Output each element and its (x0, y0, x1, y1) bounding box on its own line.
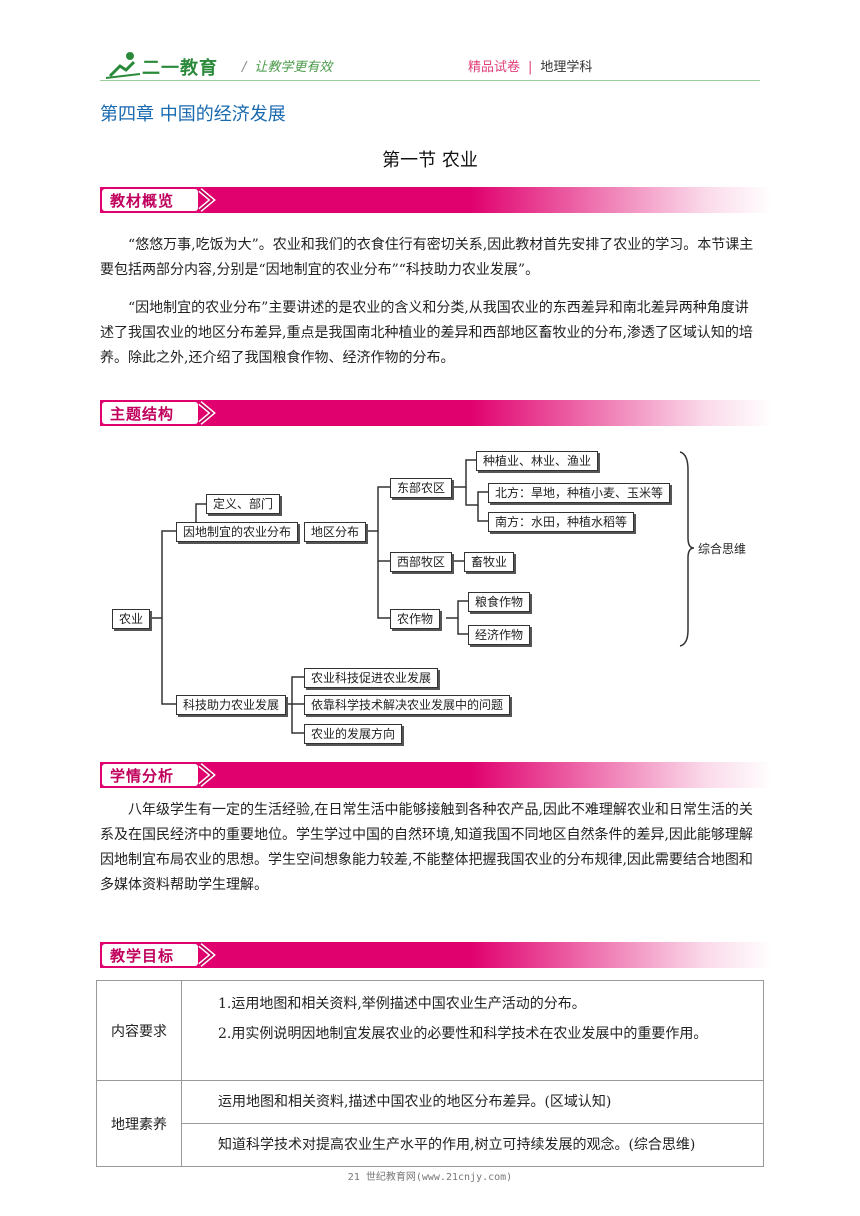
banner-goals: 教学目标 (100, 942, 772, 968)
chevron-right-icon (198, 763, 216, 787)
chevron-right-icon (198, 188, 216, 212)
header-badge: 精品试卷 (468, 60, 521, 75)
goals-literacy-item: 知道科学技术对提高农业生产水平的作用,树立可持续发展的观念。(综合思维) (181, 1123, 764, 1167)
mindmap-east: 东部农区 (390, 478, 453, 498)
banner-label: 主题结构 (110, 405, 175, 423)
mindmap-tech-item: 依靠科学技术解决农业发展中的问题 (304, 695, 511, 715)
logo-text: 二一教育 (142, 58, 218, 79)
logo-runner-icon (105, 52, 141, 79)
mindmap-east-item: 种植业、林业、渔业 (476, 451, 599, 471)
mindmap-definition: 定义、部门 (206, 494, 281, 514)
mindmap-crop-item: 粮食作物 (468, 592, 531, 612)
page-footer: 21 世纪教育网(www.21cnjy.com) (347, 1172, 513, 1183)
banner-label: 学情分析 (110, 767, 175, 785)
chevron-right-icon (198, 401, 216, 425)
mindmap-west: 西部牧区 (390, 552, 453, 572)
overview-paragraph: “悠悠万事,吃饭为大”。农业和我们的衣食住行有密切关系,因此教材首先安排了农业的… (100, 237, 754, 278)
chapter-title: 第四章 中国的经济发展 (100, 104, 286, 125)
banner-structure: 主题结构 (100, 400, 772, 426)
banner-analysis: 学情分析 (100, 762, 772, 788)
goals-content-item: 1.运用地图和相关资料,举例描述中国农业生产活动的分布。 (218, 996, 586, 1012)
mindmap-tech-item: 农业科技促进农业发展 (304, 668, 439, 688)
mindmap-east-item: 北方：旱地，种植小麦、玉米等 (488, 483, 671, 503)
mindmap-branch-tech: 科技助力农业发展 (176, 695, 287, 715)
header-divider (100, 80, 760, 81)
mindmap-root: 农业 (112, 609, 151, 629)
mindmap-crops: 农作物 (390, 609, 441, 629)
header-subject: 地理学科 (540, 60, 593, 75)
goals-content-label: 内容要求 (96, 980, 182, 1081)
goals-table: 内容要求 1.运用地图和相关资料,举例描述中国农业生产活动的分布。 2.用实例说… (96, 980, 764, 1167)
banner-overview: 教材概览 (100, 187, 772, 213)
mindmap-connectors (148, 451, 695, 734)
mindmap-west-item: 畜牧业 (464, 552, 515, 572)
mindmap-tech-item: 农业的发展方向 (304, 724, 403, 744)
mindmap-east-item: 南方：水田，种植水稻等 (488, 512, 635, 532)
banner-label: 教学目标 (110, 947, 175, 965)
page-header: 二一教育 /让教学更有效 精品试卷|地理学科 (0, 0, 860, 90)
mindmap-crop-item: 经济作物 (468, 625, 531, 645)
mindmap-branch-location: 因地制宜的农业分布 (176, 522, 299, 542)
analysis-paragraph: 八年级学生有一定的生活经验,在日常生活中能够接触到各种农产品,因此不难理解农业和… (100, 802, 753, 893)
goals-literacy-label: 地理素养 (96, 1080, 182, 1167)
section-title: 第一节 农业 (382, 150, 478, 171)
banner-label: 教材概览 (110, 192, 175, 210)
overview-paragraph: “因地制宜的农业分布”主要讲述的是农业的含义和分类,从我国农业的东西差异和南北差… (100, 300, 753, 366)
chevron-right-icon (198, 943, 216, 967)
goals-literacy-item: 运用地图和相关资料,描述中国农业的地区分布差异。(区域认知) (181, 1080, 764, 1124)
mindmap-region: 地区分布 (304, 522, 367, 542)
goals-content-item: 2.用实例说明因地制宜发展农业的必要性和科学技术在农业发展中的重要作用。 (218, 1026, 708, 1042)
slogan: 让教学更有效 (254, 60, 333, 75)
mindmap-bracket-label: 综合思维 (698, 542, 747, 556)
